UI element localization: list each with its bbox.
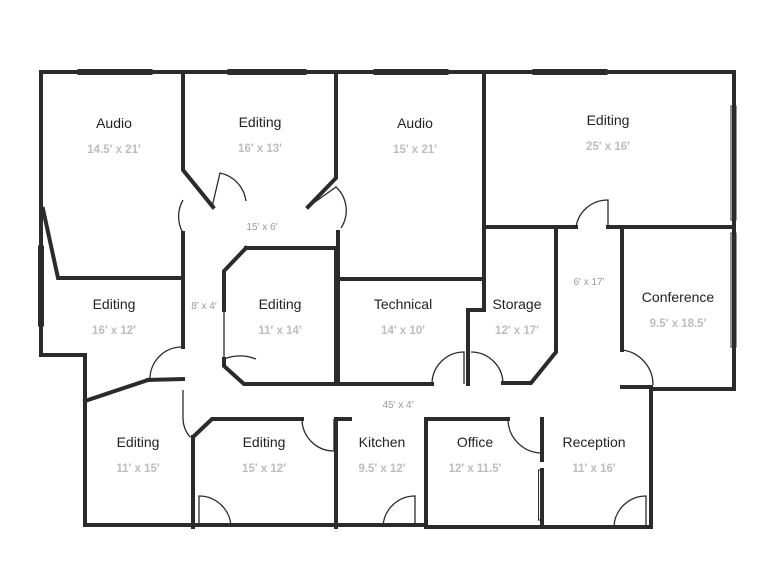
room-dimensions: 16′ x 12′ — [92, 325, 136, 337]
room-dimensions: 12′ x 11.5′ — [449, 463, 502, 475]
door — [467, 351, 504, 385]
doors — [149, 172, 654, 528]
room-name: Conference — [642, 289, 715, 305]
room-name: Editing — [93, 296, 136, 312]
room-name: Editing — [259, 296, 302, 312]
room-conference: Conference 9.5′ x 18.5′ — [642, 289, 715, 330]
room-name: Editing — [117, 434, 160, 450]
room-editing-6: Editing 15′ x 12′ — [242, 434, 286, 475]
room-dimensions: 12′ x 17′ — [495, 325, 539, 337]
door — [182, 390, 191, 438]
room-name: Editing — [243, 434, 286, 450]
room-name: Office — [457, 434, 494, 450]
room-office: Office 12′ x 11.5′ — [449, 434, 502, 475]
hall-top-dimensions: 15′ x 6′ — [247, 222, 278, 233]
room-audio-1: Audio 14.5′ x 21′ — [87, 115, 141, 156]
room-dimensions: 14.5′ x 21′ — [87, 144, 141, 156]
door — [382, 495, 416, 528]
room-dimensions: 11′ x 16′ — [572, 463, 615, 475]
door — [149, 346, 184, 381]
door — [613, 495, 647, 528]
room-technical: Technical 14′ x 10′ — [374, 296, 432, 337]
room-editing-1: Editing 16′ x 13′ — [238, 114, 282, 155]
room-editing-4: Editing 11′ x 14′ — [258, 296, 301, 337]
walls — [39, 70, 736, 529]
room-kitchen: Kitchen 9.5′ x 12′ — [358, 434, 405, 475]
door — [507, 418, 543, 454]
door — [307, 186, 347, 229]
windows — [38, 69, 737, 521]
room-name: Kitchen — [359, 434, 406, 450]
room-name: Storage — [492, 296, 541, 312]
room-name: Audio — [96, 115, 132, 131]
room-dimensions: 16′ x 13′ — [238, 143, 282, 155]
room-dimensions: 9.5′ x 12′ — [358, 463, 405, 475]
door — [198, 495, 232, 528]
door — [223, 310, 257, 360]
room-name: Editing — [587, 112, 630, 128]
hall-main-dimensions: 45′ x 4′ — [383, 400, 414, 411]
room-name: Audio — [397, 115, 433, 131]
door — [575, 199, 609, 228]
door — [431, 351, 465, 385]
room-storage: Storage 12′ x 17′ — [492, 296, 541, 337]
room-name: Technical — [374, 296, 432, 312]
room-dimensions: 15′ x 12′ — [242, 463, 286, 475]
room-dimensions: 11′ x 14′ — [258, 325, 301, 337]
room-editing-3: Editing 16′ x 12′ — [92, 296, 136, 337]
door — [621, 349, 654, 386]
room-editing-2: Editing 25′ x 16′ — [586, 112, 630, 153]
room-dimensions: 25′ x 16′ — [586, 141, 630, 153]
door — [301, 418, 335, 452]
room-editing-5: Editing 11′ x 15′ — [116, 434, 159, 475]
room-dimensions: 15′ x 21′ — [393, 144, 437, 156]
room-reception: Reception 11′ x 16′ — [562, 434, 625, 475]
hall-right-dimensions: 6′ x 17′ — [574, 277, 605, 288]
room-name: Editing — [239, 114, 282, 130]
door — [177, 199, 184, 234]
room-dimensions: 11′ x 15′ — [116, 463, 159, 475]
room-name: Reception — [562, 434, 625, 450]
door — [211, 172, 247, 208]
room-dimensions: 14′ x 10′ — [381, 325, 425, 337]
room-labels: Audio 14.5′ x 21′ Editing 16′ x 13′ Audio 15′… — [87, 112, 714, 475]
room-audio-2: Audio 15′ x 21′ — [393, 115, 437, 156]
hall-left-dimensions: 8′ x 4′ — [191, 301, 217, 312]
room-dimensions: 9.5′ x 18.5′ — [650, 318, 707, 330]
